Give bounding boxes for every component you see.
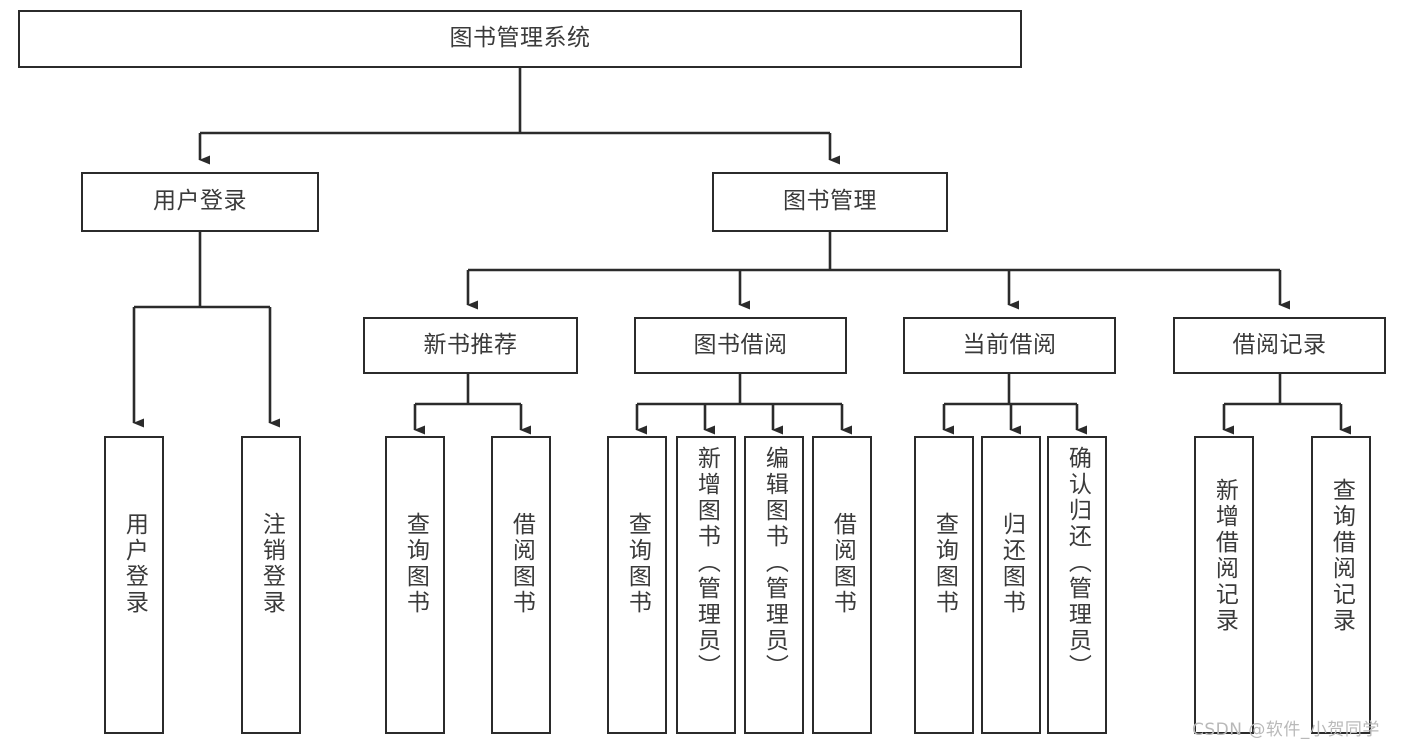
node-label: 用户登录 (153, 188, 247, 215)
node-label: 借阅图书 (508, 512, 535, 616)
node-label: 新书推荐 (423, 331, 518, 358)
node-label: 借阅记录 (1232, 331, 1327, 358)
leaf-edit-book-admin[interactable]: 编辑图书（管理员） (744, 436, 804, 734)
node-label: 用户登录 (121, 512, 148, 616)
node-user-login[interactable]: 用户登录 (81, 172, 319, 232)
node-label: 查询图书 (624, 512, 651, 616)
node-label: 当前借阅 (962, 331, 1057, 358)
leaf-add-book-admin[interactable]: 新增图书（管理员） (676, 436, 736, 734)
csdn-watermark: CSDN @软件_小贺同学 (1192, 720, 1380, 740)
node-book-borrow[interactable]: 图书借阅 (634, 317, 847, 374)
node-label: 图书借阅 (693, 331, 788, 358)
node-label: 归还图书 (998, 512, 1025, 616)
node-label: 注销登录 (258, 512, 285, 616)
leaf-return-book[interactable]: 归还图书 (981, 436, 1041, 734)
node-label: 查询图书 (931, 512, 958, 616)
node-root-book-management-system[interactable]: 图书管理系统 (18, 10, 1022, 68)
node-label: 图书管理 (783, 188, 877, 215)
leaf-query-book-recommend[interactable]: 查询图书 (385, 436, 445, 734)
leaf-add-borrow-record[interactable]: 新增借阅记录 (1194, 436, 1254, 734)
node-current-borrow[interactable]: 当前借阅 (903, 317, 1116, 374)
leaf-query-borrow-record[interactable]: 查询借阅记录 (1311, 436, 1371, 734)
node-label: 查询图书 (402, 512, 429, 616)
leaf-borrow-book[interactable]: 借阅图书 (812, 436, 872, 734)
node-label: 图书管理系统 (449, 25, 591, 52)
leaf-user-login[interactable]: 用户登录 (104, 436, 164, 734)
node-borrow-record[interactable]: 借阅记录 (1173, 317, 1386, 374)
node-label: 新增图书（管理员） (693, 446, 720, 680)
node-book-management[interactable]: 图书管理 (712, 172, 948, 232)
leaf-query-book-borrow[interactable]: 查询图书 (607, 436, 667, 734)
leaf-logout[interactable]: 注销登录 (241, 436, 301, 734)
leaf-confirm-return-admin[interactable]: 确认归还（管理员） (1047, 436, 1107, 734)
node-label: 查询借阅记录 (1328, 478, 1355, 634)
node-new-book-recommend[interactable]: 新书推荐 (363, 317, 578, 374)
node-label: 借阅图书 (829, 512, 856, 616)
leaf-borrow-book-recommend[interactable]: 借阅图书 (491, 436, 551, 734)
node-label: 确认归还（管理员） (1064, 446, 1091, 680)
node-label: 新增借阅记录 (1211, 478, 1238, 634)
node-label: 编辑图书（管理员） (761, 446, 788, 680)
leaf-query-book-current[interactable]: 查询图书 (914, 436, 974, 734)
